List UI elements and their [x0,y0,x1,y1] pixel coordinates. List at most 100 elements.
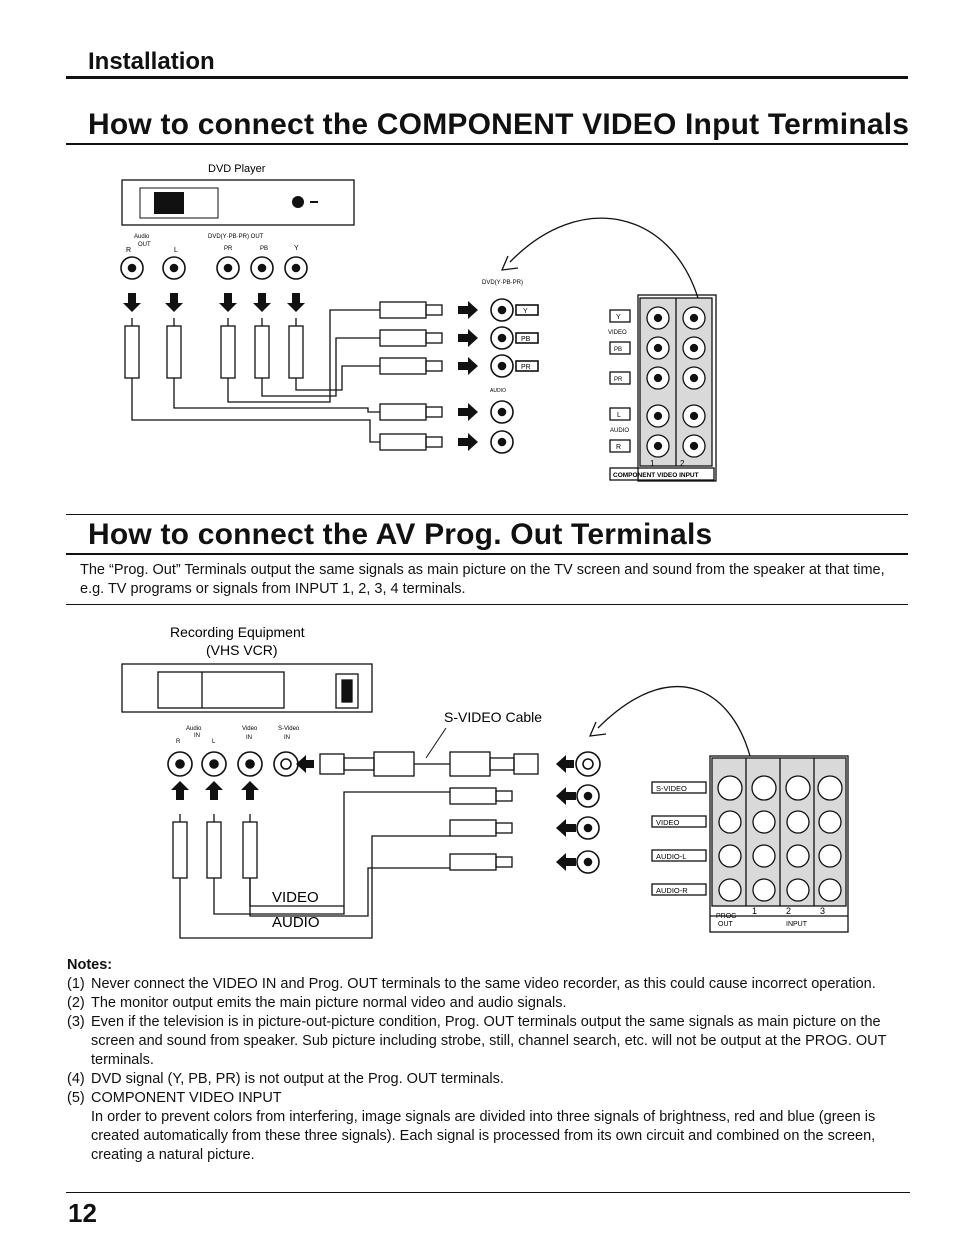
tv-y-tag: Y [523,308,528,315]
note-2-num: (2) [67,995,85,1011]
footer-rule [66,1192,910,1193]
panel-2: 2 [680,459,685,468]
dvd-out-label: OUT [138,242,151,248]
dvd-audio-label: Audio [134,234,150,240]
panel-video-tag-2: VIDEO [656,818,680,827]
intro-rule [66,604,908,605]
vhs-vcr-label: (VHS VCR) [206,642,278,658]
panel-out-tag: OUT [718,921,734,928]
curved-arrow [509,217,699,299]
left-arrows [556,787,576,871]
svideo-cable [319,751,539,777]
component-video-title: How to connect the COMPONENT VIDEO Input… [88,108,910,141]
tv-av-panel [651,755,849,933]
notes-block: Notes: (1) Never connect the VIDEO IN and… [67,956,912,1165]
note-5: (5) COMPONENT VIDEO INPUT [67,1089,912,1108]
title-rule-2 [66,553,908,555]
dvd-l-label: L [174,247,178,254]
section-label: Installation [88,48,215,75]
av-cables [179,791,450,939]
tv-pb-tag: PB [521,336,531,343]
dvd-y-label: Y [294,245,299,252]
vcr-input-jacks [167,751,299,777]
panel-video-tag: VIDEO [608,330,627,336]
right-arrows [458,301,478,451]
dvd-player-device [121,179,355,226]
note-2-text: The monitor output emits the main pictur… [91,995,567,1011]
panel-svideo-tag: S-VIDEO [656,784,687,793]
svideo-cable-label: S-VIDEO Cable [444,709,542,725]
note-1: (1) Never connect the VIDEO IN and Prog. … [67,975,912,994]
page-number: 12 [68,1198,97,1228]
dvd-video-out-label: DVD(Y·PB·PR) OUT [208,234,264,240]
note-5-body: In order to prevent colors from interfer… [91,1109,876,1163]
tv-dvd-label: DVD(Y·PB·PR) [482,280,523,286]
tv-av-plugs [449,787,513,871]
audio-cable-label: AUDIO [272,914,320,931]
vcr-in-label-1: IN [194,733,200,739]
panel-audio-tag: AUDIO [610,428,629,434]
up-arrows [171,781,259,800]
note-3: (3) Even if the television is in picture-… [67,1013,912,1070]
vcr-in-label-2: IN [246,735,252,741]
dvd-output-jacks [120,256,308,280]
vcr-cable-plugs [172,814,258,879]
note-5-text: COMPONENT VIDEO INPUT [91,1090,282,1106]
curved-arrow-2 [597,686,751,757]
vcr-svideo-label: S-Video [278,726,300,732]
notes-heading: Notes: [67,957,113,973]
dvd-r-label: R [126,247,131,254]
dvd-player-label: DVD Player [208,163,266,175]
tv-side-plugs [379,301,443,451]
note-4-num: (4) [67,1071,85,1087]
panel-footer: COMPONENT VIDEO INPUT [613,472,699,479]
panel-1: 1 [650,459,655,468]
panel-input-2: 2 [786,906,791,916]
panel-input-1: 1 [752,906,757,916]
note-2: (2) The monitor output emits the main pic… [67,994,912,1013]
panel-l-tag: L [617,412,621,419]
tv-component-panel [609,294,717,482]
component-video-diagram: DVD Player Audio OUT R L DVD(Y·PB·PR) OU… [120,163,717,482]
note-3-text: Even if the television is in picture-out… [91,1014,887,1068]
panel-input-3: 3 [820,906,825,916]
dvd-cable-plugs [124,318,304,379]
panel-pr-tag: PR [614,377,623,383]
panel-audio-l-tag: AUDIO-L [656,852,686,861]
vcr-l-label: L [212,739,216,745]
panel-y-tag: Y [616,314,621,321]
note-1-text: Never connect the VIDEO IN and Prog. OUT… [91,976,876,992]
note-3-num: (3) [67,1014,85,1030]
title-rule-1 [66,143,908,145]
vcr-r-label: R [176,739,181,745]
panel-pb-tag: PB [614,347,622,353]
component-cables [131,309,380,443]
tv-input-jacks [575,751,601,874]
header-rule [66,76,908,79]
dvd-pb-label: PB [260,246,268,252]
vcr-audio-label: Audio [186,726,202,732]
section2-top-rule [66,514,908,515]
panel-r-tag: R [616,444,621,451]
note-5-num: (5) [67,1090,85,1106]
vcr-video-label: Video [242,726,258,732]
tv-audio-tag: AUDIO [490,388,506,394]
left-arrow-svideo [296,755,314,773]
panel-prog-tag: PROG [716,913,737,920]
dvd-pr-label: PR [224,246,233,252]
intro-paragraph: The “Prog. Out” Terminals output the sam… [80,562,885,597]
down-arrows [123,293,305,312]
av-prog-out-diagram: Recording Equipment (VHS VCR) Audio Vide… [121,624,849,939]
av-prog-out-title: How to connect the AV Prog. Out Terminal… [88,518,713,551]
panel-input-label: INPUT [786,921,808,928]
panel-audio-r-tag: AUDIO-R [656,886,688,895]
tv-component-jacks [490,298,539,454]
tv-pr-tag: PR [521,364,531,371]
recording-equipment-label: Recording Equipment [170,624,305,640]
vcr-in-label-3: IN [284,735,290,741]
note-1-num: (1) [67,976,85,992]
vcr-device [121,663,373,713]
note-4: (4) DVD signal (Y, PB, PR) is not output … [67,1070,912,1089]
note-4-text: DVD signal (Y, PB, PR) is not output at … [91,1071,504,1087]
video-cable-label: VIDEO [272,889,319,906]
